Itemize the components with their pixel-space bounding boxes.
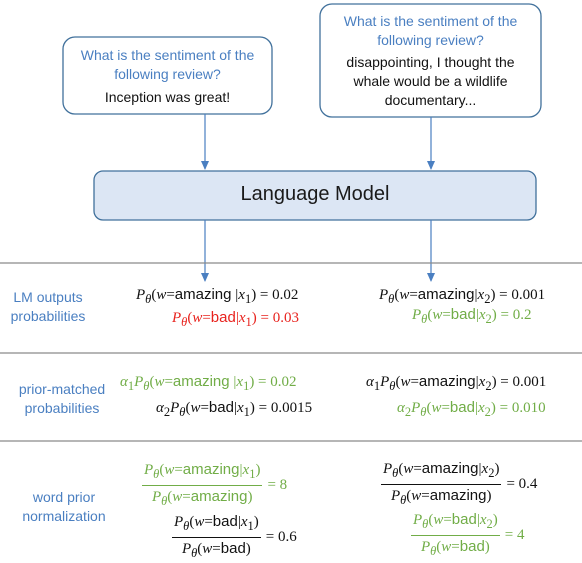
wp-left-bad-frac: Pθ(w=bad|x1) Pθ(w=bad) = 0.6	[172, 513, 297, 560]
right-question: What is the sentiment of the following r…	[343, 13, 518, 48]
wp-right-bad-frac: Pθ(w=bad|x2) Pθ(w=bad) = 4	[411, 511, 525, 558]
right-review: disappointing, I thought the whale would…	[346, 54, 515, 108]
pm-left-amazing-eq: α1Pθ(w=amazing |x1) = 0.02	[120, 373, 297, 393]
lm-left-bad-eq: Pθ(w=bad|x1) = 0.03	[172, 309, 299, 329]
lm-right-amazing-eq: Pθ(w=amazing|x2) = 0.001	[379, 286, 546, 306]
lm-left-amazing-eq: Pθ(w=amazing |x1) = 0.02	[136, 286, 299, 306]
left-review: Inception was great!	[104, 89, 231, 105]
language-model-box	[93, 170, 537, 221]
section-label-word-prior: word prior normalization	[22, 489, 106, 524]
pm-right-bad-eq: α2Pθ(w=bad|x2) = 0.010	[397, 399, 546, 419]
left-input-box	[62, 36, 273, 115]
pm-left-bad-eq: α2Pθ(w=bad|x1) = 0.0015	[156, 399, 313, 419]
lm-right-bad-eq: Pθ(w=bad|x2) = 0.2	[412, 306, 532, 326]
language-model-label: Language Model	[240, 183, 390, 205]
wp-left-amazing-frac: Pθ(w=amazing|x1) Pθ(w=amazing) = 8	[142, 461, 288, 508]
section-label-lm-outputs: LM outputs probabilities	[10, 289, 86, 324]
left-question: What is the sentiment of the following r…	[80, 47, 255, 82]
section-label-prior-matched: prior-matched probabilities	[18, 381, 106, 416]
pm-right-amazing-eq: α1Pθ(w=amazing|x2) = 0.001	[366, 373, 547, 393]
wp-right-amazing-frac: Pθ(w=amazing|x2) Pθ(w=amazing) = 0.4	[381, 460, 538, 507]
